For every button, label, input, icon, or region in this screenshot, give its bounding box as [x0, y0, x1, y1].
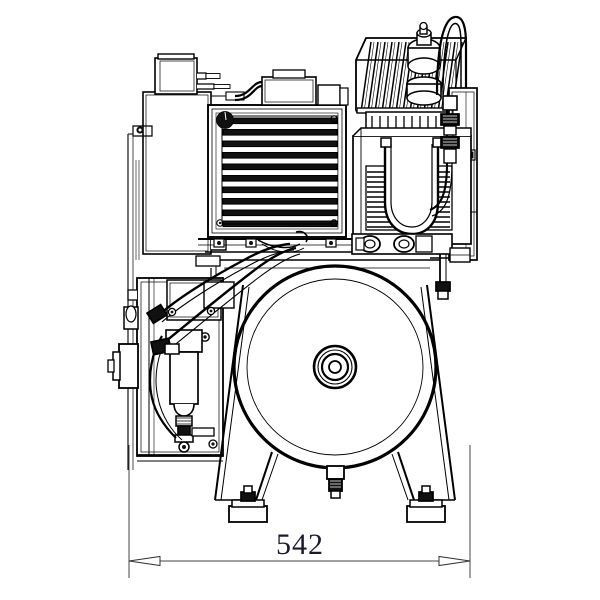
u-bend-cooler-hose: [380, 137, 444, 236]
tank-drain-valve: [326, 465, 345, 499]
right-pipe-fittings: [429, 95, 460, 217]
louver-slats: [221, 115, 338, 228]
crankcase-top-rail: [198, 230, 453, 255]
compressor-assembly: [107, 15, 478, 523]
intercooler-block: [352, 127, 472, 245]
dimension-overall-width: [128, 445, 471, 578]
arrowhead-right: [438, 555, 471, 567]
upper-manifold-boxes: [225, 69, 349, 106]
receiver-tank: [212, 259, 440, 470]
right-outlet-fitting: [430, 247, 471, 300]
louver-panel: [207, 104, 347, 238]
left-lower-bracket: [127, 255, 221, 301]
tank-support-legs: [214, 284, 456, 523]
arrowhead-left: [128, 555, 161, 567]
intake-tube: [435, 15, 468, 96]
oil-separator-bowl: [165, 329, 215, 453]
hydraulic-hoses: [145, 242, 301, 441]
dimension-value-overall-width: 542: [276, 528, 324, 561]
